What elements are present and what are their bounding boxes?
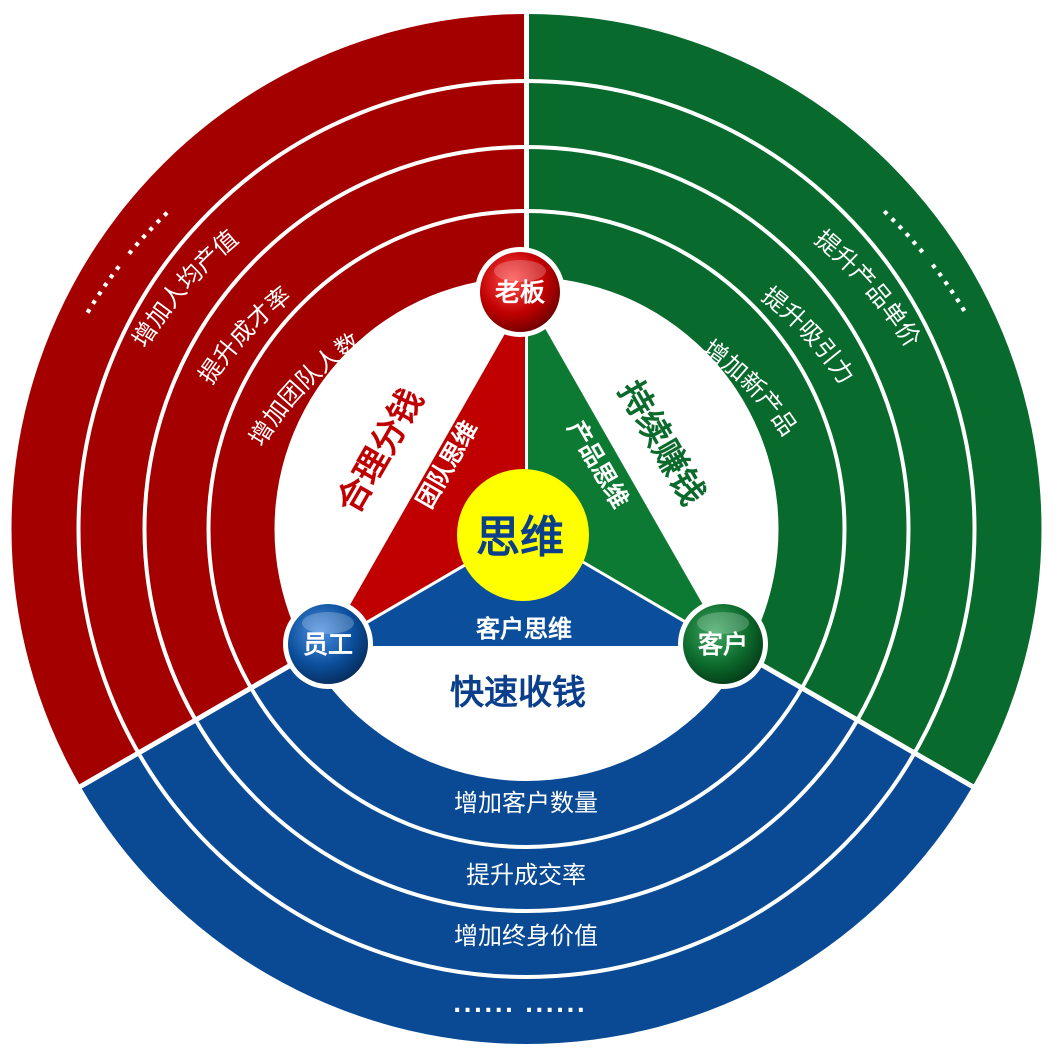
triangle-red — [326, 296, 527, 646]
center-circle — [457, 469, 589, 601]
customer-label: 客户 — [698, 630, 748, 659]
blue-sector — [80, 529, 973, 1044]
customer-thinking-label: 客户思维 — [476, 615, 572, 643]
blue-section-title: 快速收钱 — [450, 673, 586, 713]
blue-ring-2-label: 提升成交率 — [466, 861, 586, 889]
boss-node: 老板 — [475, 247, 565, 337]
staff-node: 员工 — [283, 599, 373, 689]
blue-ring-3-label: 增加终身价值 — [454, 922, 598, 950]
blue-ring-4-dots: ...... ...... — [453, 993, 587, 1018]
center-label: 思维 — [476, 512, 564, 563]
customer-node: 客户 — [678, 599, 768, 689]
triangle-green — [526, 296, 727, 646]
blue-ring-1-label: 增加客户数量 — [454, 789, 598, 817]
boss-label: 老板 — [495, 278, 545, 307]
staff-label: 员工 — [303, 630, 353, 659]
